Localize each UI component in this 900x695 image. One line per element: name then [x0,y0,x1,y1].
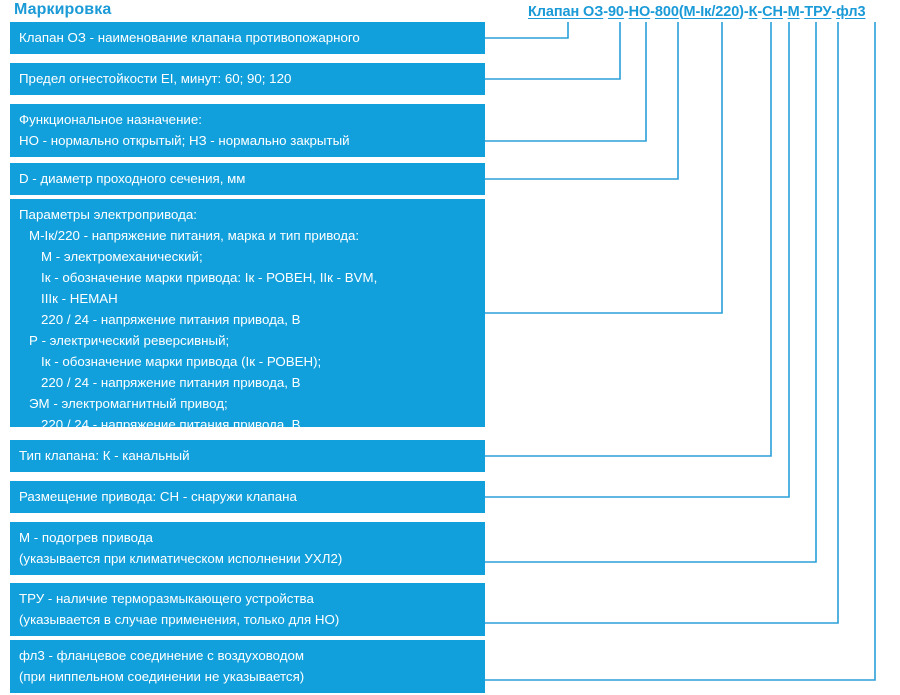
block-drive-heating: М - подогрев привода (указывается при кли… [10,522,485,575]
code-separator: - [757,4,763,20]
code-separator: - [831,4,837,20]
block-line: ТРУ - наличие терморазмыкающего устройст… [19,591,314,606]
block-line: 220 / 24 - напряжение питания привода, В [41,312,301,327]
code-separator: - [650,4,655,20]
block-line: фл3 - фланцевое соединение с воздуховодо… [19,648,305,663]
block-line: Параметры электропривода: [19,207,197,222]
block-functional-purpose: Функциональное назначение: НО - нормально… [10,104,485,157]
block-valve-name: Клапан ОЗ - наименование клапана противо… [10,22,485,54]
code-segment: 800 [654,4,679,20]
block-line: М - подогрев привода [19,530,153,545]
block-line: (указывается при климатическом исполнени… [19,551,343,566]
code-segment: ТРУ [804,4,832,20]
connector-functional-purpose [485,22,647,142]
code-segment: Клапан ОЗ [528,4,604,20]
block-line: Функциональное назначение: [19,112,202,127]
code-segment: К [748,4,758,20]
block-line: НО - нормально открытый; НЗ - нормально … [19,133,350,148]
connector-diameter [485,22,679,180]
block-line: М - электромеханический; [41,249,203,264]
code-separator: - [623,4,629,20]
block-thermal-device: ТРУ - наличие терморазмыкающего устройст… [10,583,485,636]
code-separator: - [799,4,805,20]
block-line: Предел огнестойкости EI, минут: 60; 90; … [19,71,292,86]
block-valve-type: Тип клапана: К - канальный [10,440,485,472]
code-separator: ( [678,4,684,20]
connector-valve-type [485,22,772,457]
code-separator: - [782,4,788,20]
connector-thermal-device [485,22,839,624]
block-line: IIIк - НЕМАН [41,291,118,306]
block-line: Р - электрический реверсивный; [29,333,230,348]
block-drive-parameters: Параметры электропривода: М-Iк/220 - напр… [10,199,485,453]
block-line: Размещение привода: СН - снаружи клапана [19,489,297,504]
block-flange-connection: фл3 - фланцевое соединение с воздуховодо… [10,640,485,693]
block-drive-placement: Размещение привода: СН - снаружи клапана [10,481,485,513]
connector-drive-placement [485,22,790,498]
code-segment: НО [628,4,651,20]
connector-drive-parameters [485,22,723,314]
block-line: 220 / 24 - напряжение питания привода, В [41,417,301,432]
code-separator: - [603,4,608,20]
block-line: (при ниппельном соединении не указываетс… [19,669,305,684]
connector-valve-name [485,22,569,39]
product-code-label: Клапан ОЗ-90-НО-800(М-Iк/220)-К-СН-М-ТРУ… [528,4,866,20]
connector-flange-connection [485,22,876,681]
code-segment: М-Iк/220 [683,4,740,20]
code-segment: фл3 [836,4,866,20]
block-line: Iк - обозначение марки привода: Iк - РОВ… [41,270,378,285]
block-line: D - диаметр проходного сечения, мм [19,171,246,186]
code-segment: СН [762,4,783,20]
code-segment: 90 [607,4,624,20]
code-segment: М [787,4,800,20]
connector-fire-resistance [485,22,621,80]
block-line: 220 / 24 - напряжение питания привода, В [41,375,301,390]
block-line: Клапан ОЗ - наименование клапана противо… [19,30,360,45]
block-fire-resistance: Предел огнестойкости EI, минут: 60; 90; … [10,63,485,95]
block-line: (указывается в случае применения, только… [19,612,340,627]
block-line: Тип клапана: К - канальный [19,448,190,463]
block-line: Iк - обозначение марки привода (Iк - РОВ… [41,354,322,369]
block-line: ЭМ - электромагнитный привод; [29,396,228,411]
block-diameter: D - диаметр проходного сечения, мм [10,163,485,195]
block-line: М-Iк/220 - напряжение питания, марка и т… [29,228,360,243]
page-title: Маркировка [14,1,112,18]
connector-drive-heating [485,22,817,563]
code-separator: )- [739,4,749,20]
